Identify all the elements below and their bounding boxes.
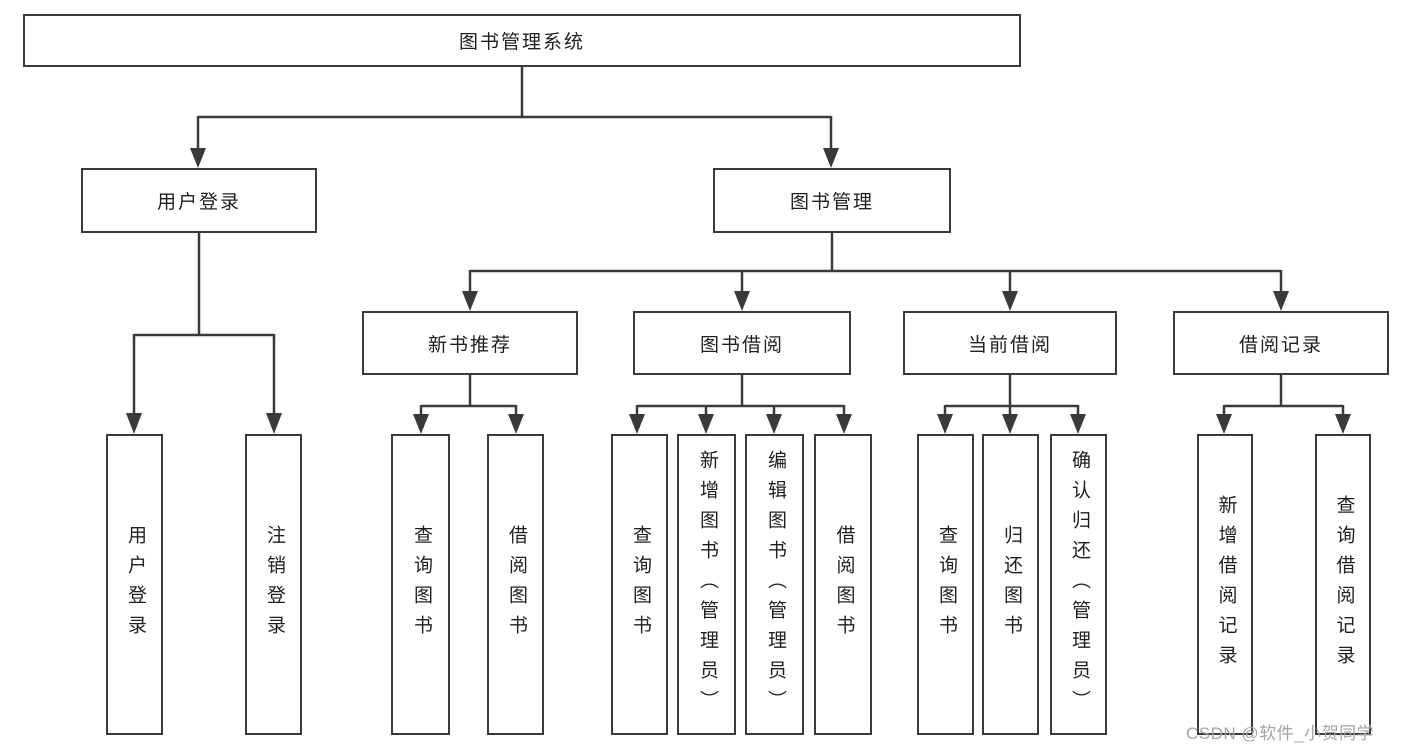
- node-new-book-recommend-label: 新书推荐: [427, 334, 512, 356]
- leaf-return-books: 归还图书: [982, 434, 1039, 735]
- leaf-borrow-books-1: 借阅图书: [487, 434, 544, 735]
- leaf-user-login-label: 用户登录: [124, 524, 146, 645]
- node-borrow-record-label: 借阅记录: [1238, 334, 1323, 356]
- leaf-user-login: 用户登录: [106, 434, 163, 735]
- node-current-borrow-label: 当前借阅: [967, 334, 1052, 356]
- leaf-confirm-return-admin-label: 确认归还（管理员）: [1068, 449, 1090, 720]
- leaf-add-borrow-record-label: 新增借阅记录: [1215, 494, 1237, 675]
- leaf-query-books-2-label: 查询图书: [629, 524, 651, 645]
- node-current-borrow: 当前借阅: [903, 311, 1117, 375]
- leaf-query-borrow-record: 查询借阅记录: [1315, 434, 1371, 735]
- leaf-return-books-label: 归还图书: [1000, 524, 1022, 645]
- leaf-logout: 注销登录: [245, 434, 302, 735]
- node-borrow-record: 借阅记录: [1173, 311, 1389, 375]
- leaf-add-books-admin: 新增图书（管理员）: [677, 434, 736, 735]
- leaf-edit-books-admin: 编辑图书（管理员）: [745, 434, 804, 735]
- leaf-borrow-books-2: 借阅图书: [814, 434, 872, 735]
- leaf-query-books-3-label: 查询图书: [935, 524, 957, 645]
- node-book-management: 图书管理: [713, 168, 951, 233]
- node-root: 图书管理系统: [23, 14, 1021, 67]
- csdn-watermark: CSDN @软件_小贺同学: [1186, 724, 1375, 743]
- node-book-borrow: 图书借阅: [633, 311, 851, 375]
- leaf-query-books-1-label: 查询图书: [410, 524, 432, 645]
- leaf-edit-books-admin-label: 编辑图书（管理员）: [764, 449, 786, 720]
- node-user-login-label: 用户登录: [156, 192, 241, 213]
- leaf-confirm-return-admin: 确认归还（管理员）: [1050, 434, 1107, 735]
- leaf-query-borrow-record-label: 查询借阅记录: [1333, 494, 1355, 675]
- node-book-management-label: 图书管理: [789, 192, 874, 213]
- node-user-login: 用户登录: [81, 168, 317, 233]
- node-book-borrow-label: 图书借阅: [699, 334, 784, 356]
- leaf-logout-label: 注销登录: [263, 524, 285, 645]
- leaf-query-books-3: 查询图书: [917, 434, 974, 735]
- leaf-query-books-1: 查询图书: [391, 434, 450, 735]
- leaf-borrow-books-1-label: 借阅图书: [505, 524, 527, 645]
- leaf-add-books-admin-label: 新增图书（管理员）: [696, 449, 718, 720]
- node-root-label: 图书管理系统: [458, 32, 585, 53]
- leaf-query-books-2: 查询图书: [611, 434, 668, 735]
- node-new-book-recommend: 新书推荐: [362, 311, 578, 375]
- leaf-add-borrow-record: 新增借阅记录: [1197, 434, 1253, 735]
- leaf-borrow-books-2-label: 借阅图书: [833, 524, 855, 645]
